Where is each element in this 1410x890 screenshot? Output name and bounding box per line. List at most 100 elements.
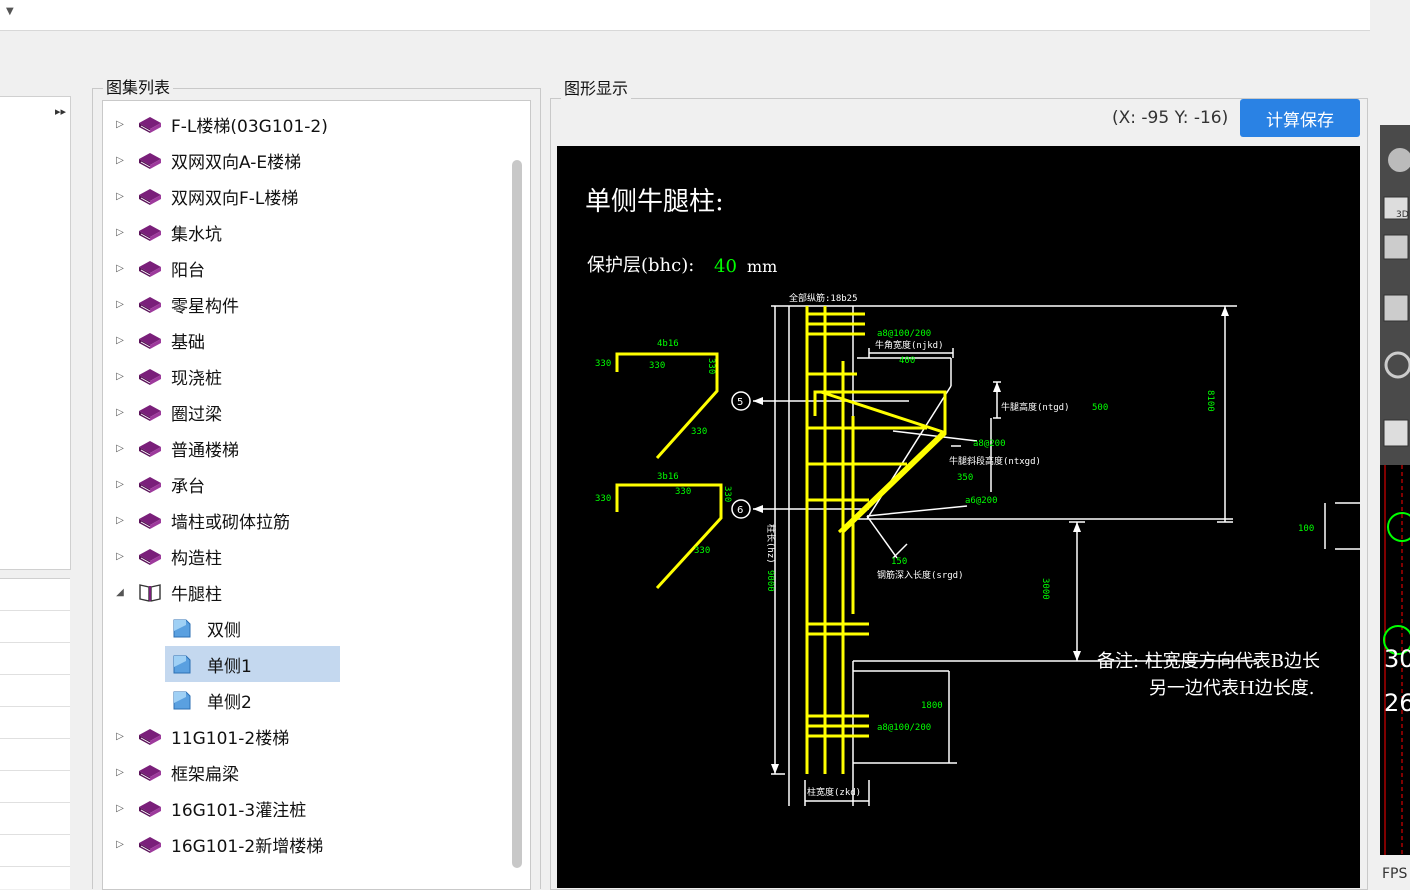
tree-child-item[interactable]: 双侧 <box>161 610 561 646</box>
expand-arrow-icon[interactable]: ▷ <box>116 334 124 346</box>
right-canvas-fragment: 30 26 <box>1380 465 1410 855</box>
col-height-label: 柱长(hz) <box>765 524 777 564</box>
list-row[interactable] <box>0 739 70 771</box>
stirrup-bottom-label: a8@100/200 <box>877 723 931 733</box>
gallery-tree: ▷F-L楼梯(03G101-2)▷双网双向A-E楼梯▷双网双向F-L楼梯▷集水坑… <box>102 100 531 890</box>
tree-item[interactable]: ▷墙柱或砌体拉筋 <box>103 503 503 537</box>
expand-arrow-icon[interactable]: ▷ <box>116 370 124 382</box>
anchor-value: 150 <box>891 557 907 567</box>
tree-child-label: 单侧2 <box>207 692 252 713</box>
list-row[interactable] <box>0 611 70 643</box>
expand-arrow-icon[interactable]: ▷ <box>116 514 124 526</box>
tree-item[interactable]: ◢牛腿柱 <box>103 575 503 609</box>
book-icon <box>137 220 165 244</box>
list-row[interactable] <box>0 643 70 675</box>
tree-item[interactable]: ▷集水坑 <box>103 215 503 249</box>
note-line-1: 备注: 柱宽度方向代表B边长 <box>1097 651 1320 672</box>
tree-item-label: 11G101-2楼梯 <box>171 728 290 749</box>
book-icon <box>137 832 165 856</box>
document-icon <box>171 616 199 640</box>
collapse-panel-icon[interactable]: ▸▸ <box>54 105 66 118</box>
expand-arrow-icon[interactable]: ▷ <box>116 190 124 202</box>
list-row[interactable] <box>0 835 70 867</box>
gallery-group: 图集列表 <box>92 78 541 889</box>
note-line-2: 另一边代表H边长度. <box>1149 678 1314 699</box>
slope-height-label: 牛腿斜段高度(ntxgd) <box>949 455 1041 467</box>
tree-item[interactable]: ▷基础 <box>103 323 503 357</box>
list-row[interactable] <box>0 803 70 835</box>
tree-item[interactable]: ▷16G101-2新增楼梯 <box>103 827 503 861</box>
tree-item[interactable]: ▷阳台 <box>103 251 503 285</box>
top-combo-bar[interactable]: ▼ <box>0 0 1370 31</box>
grid-icon[interactable] <box>1383 419 1409 447</box>
tree-item[interactable]: ▷双网双向F-L楼梯 <box>103 179 503 213</box>
tree-item[interactable]: ▷普通楼梯 <box>103 431 503 465</box>
tree-item[interactable]: ▷ 框架扁梁 <box>103 755 503 789</box>
tree-item[interactable]: ▷ 双网双向A-E楼梯 <box>103 143 503 177</box>
col-width-label: 柱宽度(zkd) <box>807 786 861 798</box>
expand-arrow-icon[interactable]: ▷ <box>116 442 124 454</box>
expand-arrow-icon[interactable]: ▷ <box>116 766 124 778</box>
cover-value[interactable]: 40 <box>714 256 737 277</box>
calc-save-button[interactable]: 计算保存 <box>1240 99 1360 137</box>
expand-arrow-icon[interactable]: ▷ <box>116 730 124 742</box>
tree-item[interactable]: ▷ 承台 <box>103 467 503 501</box>
right-tool-icons: 3D <box>1383 148 1410 447</box>
expand-arrow-icon[interactable]: ▷ <box>116 550 124 562</box>
list-row[interactable] <box>0 707 70 739</box>
rotate-icon[interactable] <box>1384 351 1410 379</box>
bar-bot-dim2: 330 <box>675 487 691 497</box>
tree-item[interactable]: ▷16G101-3灌注桩 <box>103 791 503 825</box>
right-num-2: 26 <box>1384 689 1410 717</box>
drawing-canvas[interactable]: 单侧牛腿柱: 保护层(bhc): 40 mm <box>557 146 1360 888</box>
expand-arrow-icon[interactable]: ▷ <box>116 118 124 130</box>
dropdown-arrow-icon[interactable]: ▼ <box>6 6 14 17</box>
collapse-arrow-icon[interactable]: ◢ <box>116 586 124 598</box>
total-height-value: 8100 <box>1205 390 1215 412</box>
expand-arrow-icon[interactable]: ▷ <box>116 154 124 166</box>
tree-item[interactable]: ▷零星构件 <box>103 287 503 321</box>
tree-child-item[interactable]: 单侧2 <box>161 682 561 718</box>
expand-arrow-icon[interactable]: ▷ <box>116 406 124 418</box>
expand-arrow-icon[interactable]: ▷ <box>116 802 124 814</box>
drawing-heading: 单侧牛腿柱: <box>585 187 724 217</box>
toolbar-area <box>0 31 1380 75</box>
tree-child-item[interactable]: 单侧1 <box>165 646 340 682</box>
tree-item[interactable]: ▷F-L楼梯(03G101-2) <box>103 107 503 141</box>
open-book-icon <box>137 580 165 604</box>
list-row[interactable] <box>0 771 70 803</box>
tree-scrollbar[interactable] <box>512 160 522 868</box>
sphere-icon[interactable] <box>1388 148 1410 172</box>
expand-arrow-icon[interactable]: ▷ <box>116 262 124 274</box>
tree-item-label: 框架扁梁 <box>171 764 239 785</box>
mark-circles <box>731 391 751 519</box>
graphic-title: 图形显示 <box>561 79 632 99</box>
list-row[interactable] <box>0 579 70 611</box>
cover-unit: mm <box>747 257 777 276</box>
mark-b: 6 <box>737 505 743 516</box>
anchor-label: 钢筋深入长度(srgd) <box>877 569 964 581</box>
book-icon <box>137 436 165 460</box>
cover-label: 保护层(bhc): <box>587 255 694 276</box>
tree-item-label: 双网双向A-E楼梯 <box>171 152 302 173</box>
bar-top-label: 4b16 <box>657 339 679 349</box>
expand-arrow-icon[interactable]: ▷ <box>116 226 124 238</box>
expand-arrow-icon[interactable]: ▷ <box>116 838 124 850</box>
tree-item[interactable]: ▷现浇桩 <box>103 359 503 393</box>
tree-item[interactable]: ▷圈过梁 <box>103 395 503 429</box>
slope-height-value: 350 <box>957 473 973 483</box>
3d-label: 3D <box>1396 210 1409 220</box>
tree-item[interactable]: ▷ 11G101-2楼梯 <box>103 719 503 753</box>
dim-100: 100 <box>1298 524 1314 534</box>
tree-item[interactable]: ▷构造柱 <box>103 539 503 573</box>
expand-arrow-icon[interactable]: ▷ <box>116 478 124 490</box>
3d-view-icon[interactable] <box>1383 196 1409 220</box>
list-row[interactable] <box>0 675 70 707</box>
tree-item-label: 承台 <box>171 476 205 497</box>
lower-height-value: 3000 <box>1040 578 1050 600</box>
box-icon[interactable] <box>1383 294 1409 322</box>
right-canvas-drawing: 30 26 <box>1383 465 1410 855</box>
cube-icon[interactable] <box>1383 234 1409 260</box>
expand-arrow-icon[interactable]: ▷ <box>116 298 124 310</box>
tree-child-label: 双侧 <box>207 620 241 641</box>
